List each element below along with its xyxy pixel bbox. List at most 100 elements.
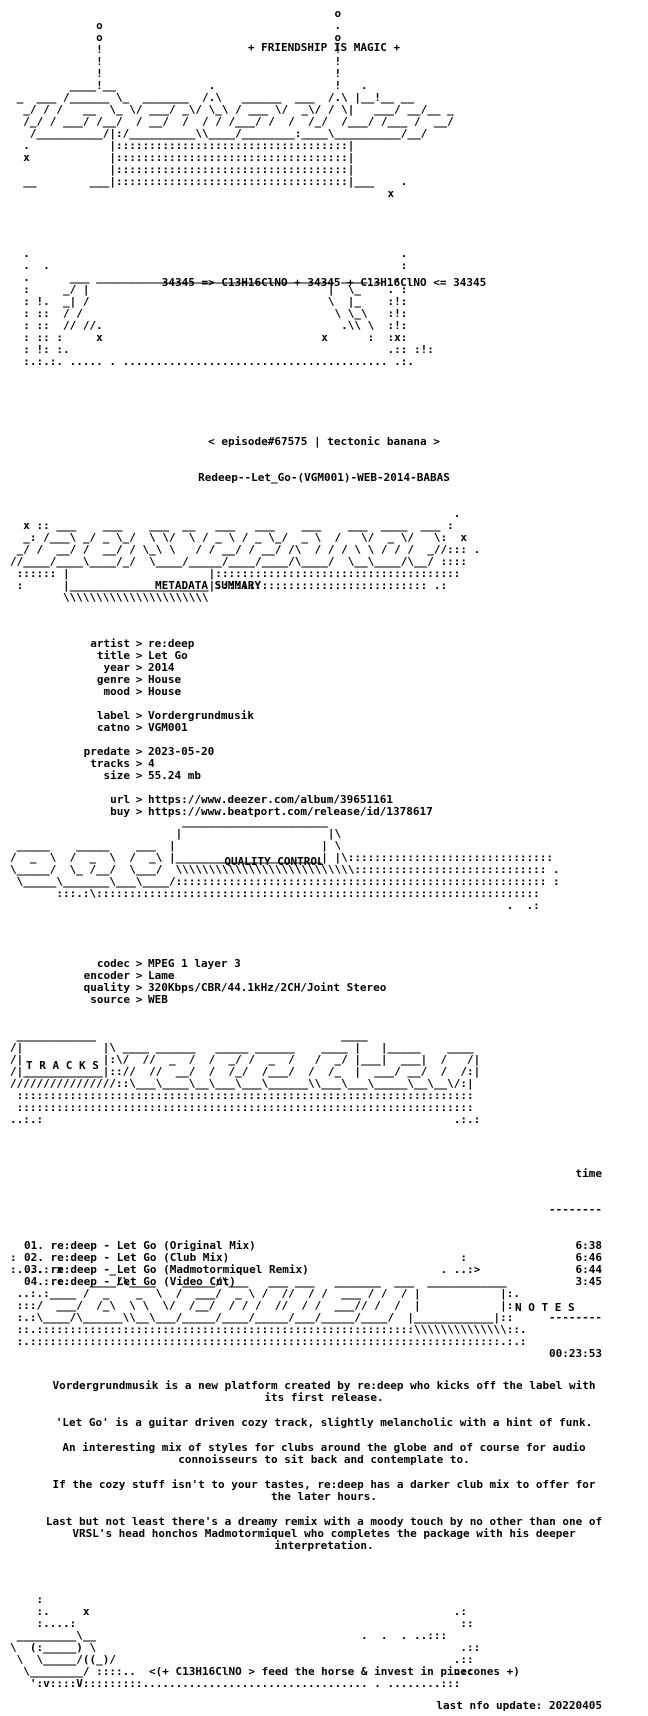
metadata-separator: >: [135, 637, 143, 650]
header-title: + FRIENDSHIP IS MAGIC +: [247, 41, 401, 54]
header-ascii-art: o o . o o ! ! !: [16, 7, 454, 200]
quality-separator: >: [135, 981, 143, 994]
track-time: 6:44: [575, 1263, 603, 1276]
footer-ascii-art: : :. x .: :....: :: _________\__ . .: [10, 1593, 481, 1690]
metadata-value: 2023-05-20: [148, 745, 215, 758]
metadata-key: predate: [83, 745, 130, 758]
metadata-row: artist>re:deep: [12, 638, 433, 650]
metadata-separator: >: [135, 769, 143, 782]
tracks-total: 00:23:53: [549, 1347, 602, 1360]
track-row: 01. re:deep - Let Go (Original Mix)6:38: [24, 1240, 602, 1252]
quality-key: encoder: [83, 969, 130, 982]
metadata-separator: >: [135, 661, 143, 674]
quality-row: codec > MPEG 1 layer 3: [12, 958, 386, 970]
quality-separator: >: [135, 969, 143, 982]
metadata-banner-art: . x :: ___ ___ ___ __ ___ ___ ___ ___ __…: [10, 507, 481, 604]
metadata-separator: >: [135, 745, 143, 758]
track-name: 03. re:deep - Let Go (Madmotormiquel Rem…: [24, 1263, 309, 1276]
metadata-row: url > https://www.deezer.com/album/3965116…: [12, 794, 433, 806]
track-time: 6:38: [575, 1239, 603, 1252]
metadata-value: re:deep: [148, 637, 195, 650]
metadata-key: catno: [96, 721, 130, 734]
metadata-row: year >2014: [12, 662, 433, 674]
metadata-section-label: METADATA SUMMARY: [155, 579, 261, 592]
metadata-row: mood > House: [12, 686, 433, 698]
metadata-value: Let Go: [148, 649, 188, 662]
quality-separator: >: [135, 993, 143, 1006]
metadata-key: tracks: [90, 757, 130, 770]
metadata-value: House: [148, 673, 182, 686]
tracks-divider-top: --------: [549, 1203, 602, 1216]
quality-row: source > WEB: [12, 994, 386, 1006]
metadata-separator: >: [135, 685, 143, 698]
quality-row: encoder > Lame: [12, 970, 386, 982]
tracks-time-header: time: [575, 1167, 603, 1180]
metadata-value: House: [148, 685, 182, 698]
metadata-value: 4: [148, 757, 155, 770]
track-row: 04. re:deep - Let Go (Video Cut)3:45: [24, 1276, 602, 1288]
metadata-key: label: [96, 709, 130, 722]
track-row: 03. re:deep - Let Go (Madmotormiquel Rem…: [24, 1264, 602, 1276]
quality-key: quality: [83, 981, 130, 994]
quality-value: Lame: [148, 969, 175, 982]
header-frame-art: . . . . : . ___ ________________________…: [23, 247, 434, 368]
metadata-row: size >55.24 mb: [12, 770, 433, 782]
notes-paragraph: If the cozy stuff isn't to your tastes, …: [52, 1478, 596, 1503]
episode-line: < episode#67575 | tectonic banana >: [208, 435, 440, 448]
metadata-separator: >: [135, 757, 143, 770]
tracks-banner-art: ____________ ____ /| |\ ____ ______ ____…: [10, 1029, 481, 1126]
metadata-separator: >: [135, 673, 143, 686]
metadata-key: url: [110, 793, 130, 806]
quality-key: source: [90, 993, 130, 1006]
formula-line: 34345 => C13H16ClNO + 34345 + C13H16ClNO…: [161, 276, 487, 289]
track-row: 02. re:deep - Let Go (Club Mix) 6:46: [24, 1252, 602, 1264]
metadata-value: Vordergrundmusik: [148, 709, 254, 722]
metadata-key: mood: [103, 685, 131, 698]
metadata-separator: >: [135, 805, 143, 818]
notes-banner-art: : : :....: x _ . . ..:> :.:. ____/\____ …: [10, 1251, 527, 1348]
quality-value: WEB: [148, 993, 168, 1006]
quality-value: MPEG 1 layer 3: [148, 957, 241, 970]
metadata-key: year: [103, 661, 131, 674]
track-time: 6:46: [575, 1251, 603, 1264]
last-update: last nfo update: 20220405: [436, 1699, 602, 1712]
notes-paragraph: An interesting mix of styles for clubs a…: [62, 1441, 586, 1466]
metadata-row: catno>VGM001: [12, 722, 433, 734]
metadata-value: 2014: [148, 661, 175, 674]
tracklist: time -------- 01. re:deep - Let Go (Orig…: [24, 1144, 602, 1384]
metadata-value: VGM001: [148, 721, 188, 734]
quality-section-label: QUALITY CONTROL: [224, 855, 324, 868]
quality-row: quality >320Kbps/CBR/44.1kHz/2CH/Joint St…: [12, 981, 387, 994]
quality-banner-art: ______________________ | |\ _____ _____ …: [10, 815, 560, 912]
metadata-separator: >: [135, 649, 143, 662]
metadata-value: https://www.deezer.com/album/39651161: [148, 793, 394, 806]
notes-section-label: N O T E S: [515, 1301, 575, 1314]
notes-paragraph: Vordergrundmusik is a new platform creat…: [52, 1379, 596, 1404]
quality-list: codec > MPEG 1 layer 3 encoder > Lame quality >…: [12, 958, 387, 1006]
quality-value: 320Kbps/CBR/44.1kHz/2CH/Joint Stereo: [148, 981, 387, 994]
metadata-separator: >: [135, 709, 143, 722]
notes-paragraph: 'Let Go' is a guitar driven cozy track, …: [55, 1416, 593, 1429]
quality-key: codec: [96, 957, 130, 970]
notes-paragraph: Last but not least there's a dreamy remi…: [45, 1515, 603, 1552]
metadata-key: size: [103, 769, 131, 782]
track-name: 02. re:deep - Let Go (Club Mix): [24, 1251, 230, 1264]
metadata-value: https://www.beatport.com/release/id/1378…: [148, 805, 433, 818]
metadata-value: 55.24 mb: [148, 769, 201, 782]
quality-separator: >: [135, 957, 143, 970]
footer-slogan: <(+ C13H16ClNO > feed the horse & invest…: [149, 1665, 520, 1678]
metadata-key: buy: [110, 805, 130, 818]
tracks-section-label: T R A C K S: [26, 1059, 99, 1072]
metadata-row: genre > House: [12, 674, 433, 686]
metadata-row: buy > https://www.beatport.com/release/id/…: [12, 806, 433, 818]
metadata-row: label > Vordergrundmusik: [12, 710, 433, 722]
metadata-key: genre: [96, 673, 130, 686]
release-name: Redeep--Let_Go-(VGM001)-WEB-2014-BABAS: [198, 471, 450, 484]
tracks-divider-bottom: --------: [549, 1311, 602, 1324]
metadata-separator: >: [135, 793, 143, 806]
track-time: 3:45: [575, 1275, 603, 1288]
metadata-key: title: [96, 649, 130, 662]
